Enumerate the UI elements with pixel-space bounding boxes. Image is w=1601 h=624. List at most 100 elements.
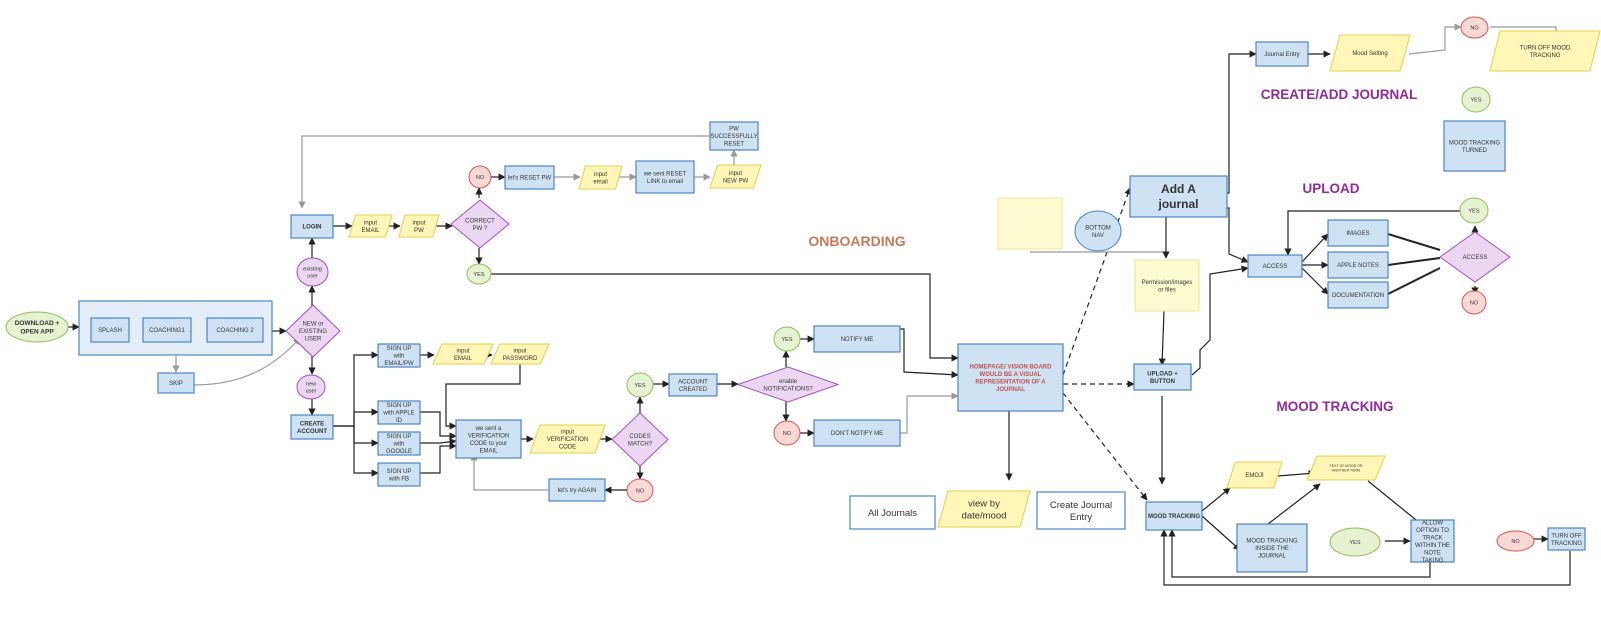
login-node-label: LOGIN [303, 225, 322, 231]
documentation-node-label: DOCUMENTATION [1332, 293, 1384, 299]
all-journals-node: All Journals [849, 495, 936, 530]
mood-tracking-node-label: MOOD TRACKING [1148, 514, 1200, 520]
enable-notifications-diamond-shape [736, 366, 840, 403]
input-verification-node-shape [529, 424, 606, 454]
dont-notify-node: DON'T NOTIFY ME [813, 419, 901, 447]
no-codes-node-shape [626, 478, 654, 503]
existing-user-node-shape [296, 257, 329, 287]
mood-tracking-section-title: MOOD TRACKING [1277, 399, 1394, 414]
upload-section-title: UPLOAD [1303, 181, 1360, 196]
input-email-reset-shape [578, 165, 623, 190]
coaching1-node: COACHING1 [142, 317, 192, 343]
skip-node-label: SKIP [169, 381, 183, 387]
input-password-signup-shape [490, 343, 550, 365]
input-pw-login-shape [398, 214, 440, 238]
sent-verification-node-shape [455, 419, 522, 459]
no-track-node: NO [1496, 530, 1535, 552]
apple-notes-node-shape [1327, 251, 1389, 279]
images-node-label: IMAGES [1346, 231, 1369, 237]
journal-entry-node: Journal Entry [1255, 41, 1309, 67]
no-track-node-label: NO [1511, 539, 1520, 545]
access-node-label: ACCESS [1263, 264, 1288, 270]
new-user-node-shape [296, 374, 326, 400]
tiny-note-node-shape [1306, 455, 1386, 481]
mood-setting-node-label: Mood Setting [1352, 51, 1387, 57]
yes-notify-node: YES [773, 326, 801, 352]
no-notify-node-label: NO [783, 431, 792, 437]
yes-codes-node-label: YES [634, 383, 645, 389]
access-diamond-label: ACCESS [1463, 255, 1488, 261]
coaching1-node-shape [142, 317, 192, 343]
yes-codes-node-shape [626, 372, 654, 398]
no-pw-node-shape [468, 165, 492, 189]
yes-pw-node-label: YES [473, 272, 484, 278]
signup-email-node-shape [377, 343, 421, 368]
login-node-shape [290, 214, 334, 239]
onboarding-section-title: ONBOARDING [808, 233, 905, 249]
bottom-nav-node-shape [1074, 210, 1122, 252]
dont-notify-node-label: DON'T NOTIFY ME [831, 431, 883, 437]
skip-node-shape [157, 372, 195, 394]
no-upload-node-label: NO [1470, 300, 1479, 306]
mood-tracking-node-shape [1145, 501, 1203, 531]
access-node-shape [1247, 254, 1303, 278]
all-journals-node-label: All Journals [868, 508, 917, 519]
no-pw-node-label: NO [476, 175, 485, 181]
notify-me-node-label: NOTIFY ME [841, 337, 874, 343]
signup-apple-node-shape [377, 400, 421, 425]
splash-node-label: SPLASH [98, 328, 122, 334]
yes-track-node-shape [1329, 527, 1381, 557]
no-codes-node-label: NO [636, 488, 645, 494]
yes-track-node: YES [1329, 527, 1381, 557]
yes-upload-node: YES [1459, 197, 1489, 224]
no-mood-node-label: NO [1470, 25, 1479, 31]
input-new-pw-shape [709, 164, 762, 189]
skip-node: SKIP [157, 372, 195, 394]
try-again-node-label: let's try AGAIN [558, 488, 597, 494]
mood-setting-node-shape [1329, 34, 1411, 72]
access-node: ACCESS [1247, 254, 1303, 278]
download-node-label: DOWNLOAD +OPEN APP [15, 320, 60, 335]
login-node: LOGIN [290, 214, 334, 239]
account-created-node-shape [668, 373, 718, 397]
reset-pw-node-shape [504, 165, 555, 190]
no-track-node-shape [1496, 530, 1535, 552]
turn-off-tracking-node-shape [1547, 527, 1586, 551]
journal-entry-node-label: Journal Entry [1264, 52, 1299, 58]
journal-entry-node-shape [1255, 41, 1309, 67]
splash-node: SPLASH [90, 317, 130, 343]
apple-notes-node: APPLE NOTES [1327, 251, 1389, 279]
dont-notify-node-shape [813, 419, 901, 447]
download-node: DOWNLOAD +OPEN APP [5, 311, 69, 343]
yes-notify-node-label: YES [781, 337, 792, 343]
download-node-shape [5, 311, 69, 343]
